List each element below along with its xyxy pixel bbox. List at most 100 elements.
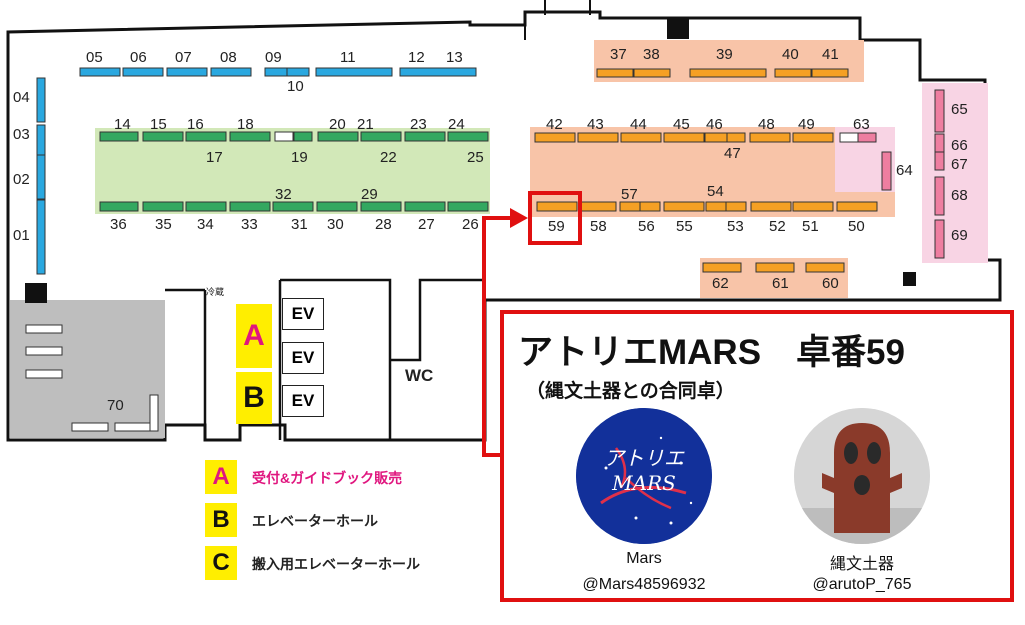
area-a-marker: A: [236, 304, 272, 368]
green-area: [95, 128, 490, 214]
booth-label-55: 55: [676, 218, 693, 235]
booth-label-21: 21: [357, 116, 374, 133]
table-gray: [25, 346, 63, 356]
table-green: [360, 201, 402, 212]
booth-label-03: 03: [13, 126, 30, 143]
table-orange: [702, 262, 742, 273]
booth-label-69: 69: [951, 227, 968, 244]
table-green: [185, 201, 227, 212]
table-pink: [934, 151, 945, 171]
pillar-3: [668, 18, 688, 38]
mars-avatar: アトリエ MARS: [576, 408, 712, 544]
booth-label-14: 14: [114, 116, 131, 133]
top-walls: [524, 0, 689, 40]
table-blue: [36, 154, 46, 200]
table-gray: [149, 394, 159, 432]
legend-key-a: A: [205, 460, 237, 494]
booth-label-07: 07: [175, 49, 192, 66]
booth-label-59: 59: [548, 218, 565, 235]
booth-label-43: 43: [587, 116, 604, 133]
booth-label-26: 26: [462, 216, 479, 233]
table-orange: [725, 201, 747, 212]
booth-label-27: 27: [418, 216, 435, 233]
table-green: [185, 131, 227, 142]
booth-label-13: 13: [446, 49, 463, 66]
booth-label-10: 10: [287, 78, 304, 95]
table-orange: [749, 132, 791, 143]
mars-handle[interactable]: @Mars48596932: [582, 576, 706, 593]
booth-label-23: 23: [410, 116, 427, 133]
table-orange: [726, 132, 746, 143]
booth-label-48: 48: [758, 116, 775, 133]
clay-figure-icon: [794, 408, 930, 544]
booth-label-49: 49: [798, 116, 815, 133]
table-orange: [792, 201, 834, 212]
info-title: アトリエMARS 卓番59: [518, 333, 905, 372]
legend-text-b: エレベーターホール: [252, 513, 378, 529]
booth-label-68: 68: [951, 187, 968, 204]
booth-label-38: 38: [643, 46, 660, 63]
table-green: [99, 131, 139, 142]
table-orange: [705, 201, 727, 212]
booth-label-57: 57: [621, 186, 638, 203]
jomon-name: 縄文土器: [829, 556, 894, 573]
table-green: [99, 201, 139, 212]
booth-label-42: 42: [546, 116, 563, 133]
table-green: [293, 131, 313, 142]
table-blue: [315, 67, 393, 77]
table-blue: [264, 67, 288, 77]
table-green: [447, 201, 489, 212]
booth-label-53: 53: [727, 218, 744, 235]
booth-label-66: 66: [951, 137, 968, 154]
tansui-label: 冷蔵: [206, 287, 225, 297]
table-gray: [114, 422, 152, 432]
booth-59-highlight: [528, 191, 582, 245]
wc-label: WC: [405, 366, 434, 385]
table-green: [272, 201, 314, 212]
booth-label-24: 24: [448, 116, 465, 133]
table-pink: [881, 151, 892, 191]
table-orange: [619, 201, 641, 212]
table-orange: [811, 68, 849, 78]
booth-label-29: 29: [361, 186, 378, 203]
legend-key-c: C: [205, 546, 237, 580]
table-orange: [755, 262, 795, 273]
booth-label-65: 65: [951, 101, 968, 118]
booth-label-16: 16: [187, 116, 204, 133]
booth-label-31: 31: [291, 216, 308, 233]
booth-label-01: 01: [13, 227, 30, 244]
booth-label-67: 67: [951, 156, 968, 173]
table-orange: [663, 132, 705, 143]
jomon-handle[interactable]: @arutoP_765: [812, 576, 912, 593]
table-orange: [534, 132, 576, 143]
table-blue: [79, 67, 121, 77]
pillar-1: [25, 283, 47, 303]
booth-label-36: 36: [110, 216, 127, 233]
table-green: [229, 131, 271, 142]
table-orange: [774, 68, 812, 78]
booth-label-61: 61: [772, 275, 789, 292]
table-orange: [750, 201, 792, 212]
booth-label-30: 30: [327, 216, 344, 233]
booth-label-05: 05: [86, 49, 103, 66]
booth-label-19: 19: [291, 149, 308, 166]
booth-label-33: 33: [241, 216, 258, 233]
booth-label-70: 70: [107, 397, 124, 414]
highlight-connector: [482, 216, 512, 457]
table-pink: [857, 132, 877, 143]
booth-label-60: 60: [822, 275, 839, 292]
elevator-2: EV: [282, 342, 324, 374]
table-green: [404, 131, 446, 142]
booth-label-40: 40: [782, 46, 799, 63]
table-green: [360, 131, 402, 142]
booth-label-04: 04: [13, 89, 30, 106]
booth-label-20: 20: [329, 116, 346, 133]
table-orange: [579, 201, 617, 212]
booth-label-56: 56: [638, 218, 655, 235]
highlight-arrowhead: [510, 208, 528, 228]
info-subtitle: （縄文土器との合同卓）: [526, 381, 735, 402]
table-green: [447, 131, 489, 142]
table-orange: [536, 201, 578, 212]
booth-info-panel: アトリエMARS 卓番59 （縄文土器との合同卓） アトリエ MARS Mars…: [500, 310, 1014, 602]
